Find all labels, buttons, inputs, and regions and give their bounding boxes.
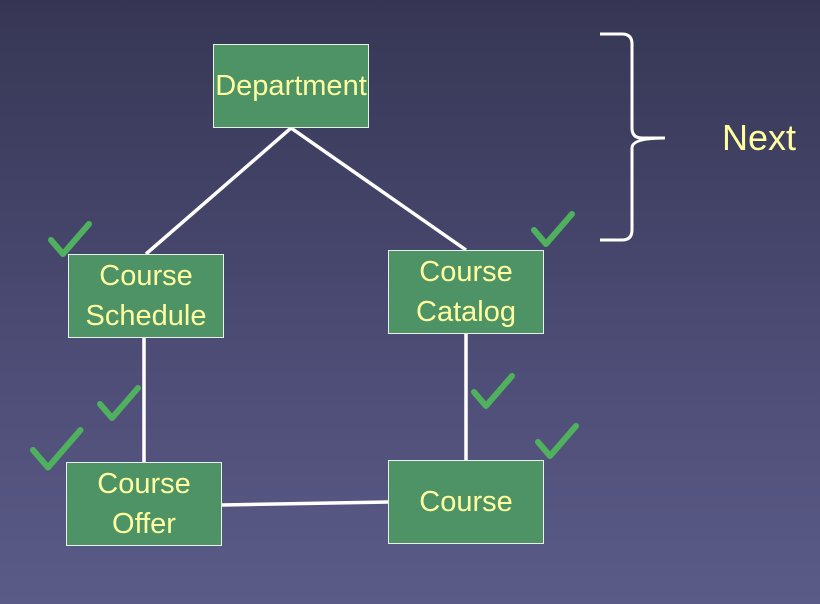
node-course-schedule: Course Schedule [68,254,224,338]
edge-department-to-course-schedule [144,126,293,256]
checkmark-icon [97,385,141,421]
checkmark-icon [535,423,579,459]
node-course-offer: Course Offer [66,462,222,546]
checkmark-icon [531,211,575,247]
node-department: Department [213,44,369,128]
next-label: Next [722,117,797,158]
checkmark-icon [471,373,515,409]
edge-department-to-course-catalog [289,126,468,252]
right-brace-icon [600,32,666,242]
edge-course-offer-to-course [221,500,389,507]
node-course-catalog: Course Catalog [388,250,544,334]
checkmark-icon [30,427,84,471]
node-course: Course [388,460,544,544]
checkmark-icon [48,221,92,257]
